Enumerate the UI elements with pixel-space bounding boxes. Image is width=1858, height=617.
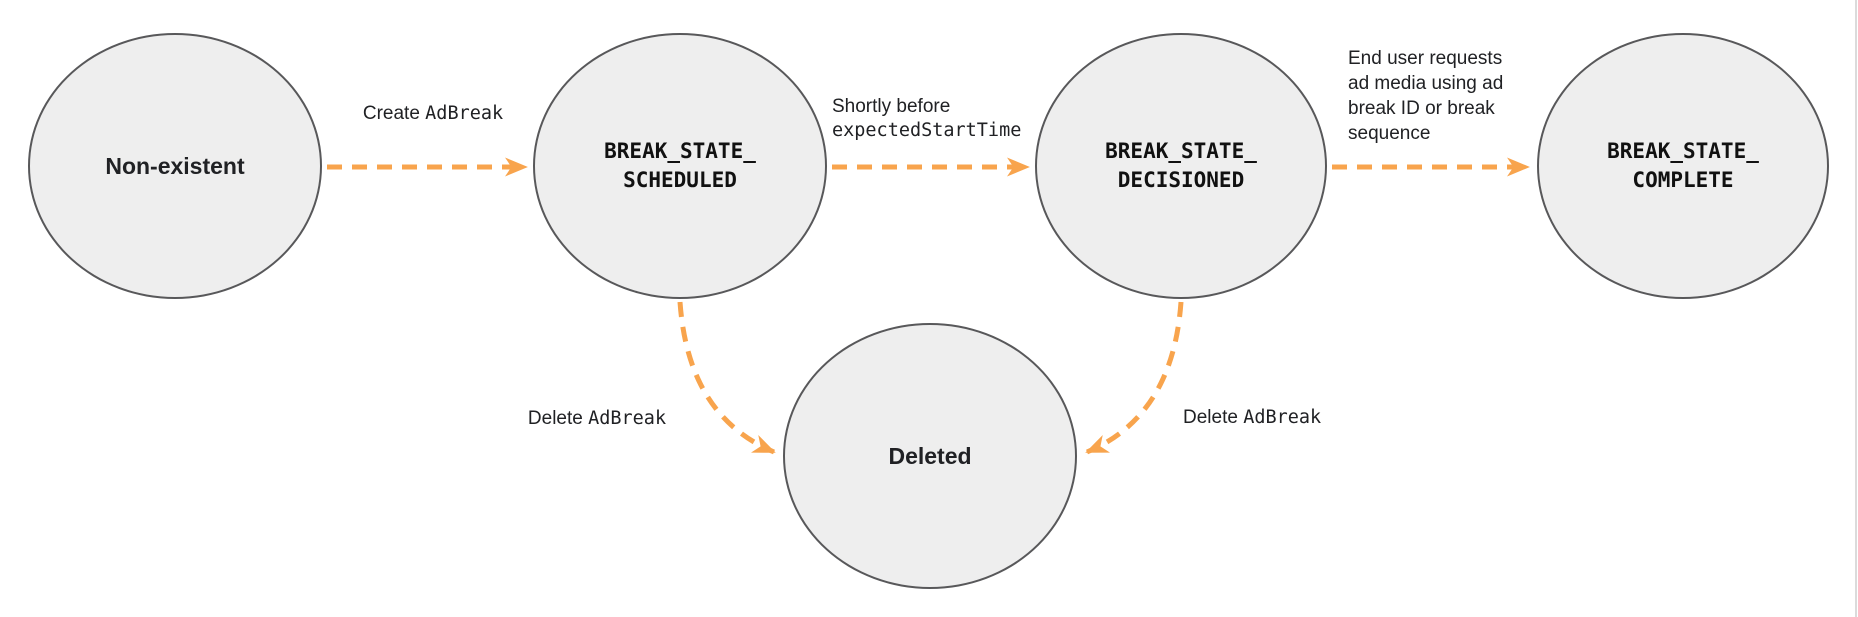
state-non-existent: Non-existent: [28, 33, 322, 299]
state-break-state-scheduled-label: BREAK_STATE_ SCHEDULED: [604, 139, 756, 192]
arrow-delete-from-scheduled: [677, 301, 776, 455]
edge-label-delete-adbreak-left: Delete AdBreak: [527, 408, 667, 429]
state-break-state-complete-label: BREAK_STATE_ COMPLETE: [1607, 139, 1759, 192]
page-edge-line: [1855, 0, 1857, 617]
state-deleted: Deleted: [783, 323, 1077, 589]
edge-label-shortly-before: Shortly before expectedStartTime: [832, 96, 1022, 141]
state-break-state-decisioned: BREAK_STATE_ DECISIONED: [1035, 33, 1327, 299]
edge-label-end-user-requests: End user requests ad media using ad brea…: [1348, 48, 1504, 144]
state-deleted-label: Deleted: [888, 442, 972, 469]
state-break-state-complete: BREAK_STATE_ COMPLETE: [1537, 33, 1829, 299]
arrow-delete-from-decisioned: [1085, 301, 1184, 455]
edge-label-create-adbreak: Create AdBreak: [362, 103, 504, 124]
edge-label-delete-adbreak-right: Delete AdBreak: [1183, 407, 1322, 428]
state-break-state-scheduled: BREAK_STATE_ SCHEDULED: [533, 33, 827, 299]
state-break-state-decisioned-label: BREAK_STATE_ DECISIONED: [1105, 139, 1257, 192]
state-non-existent-label: Non-existent: [105, 152, 245, 179]
